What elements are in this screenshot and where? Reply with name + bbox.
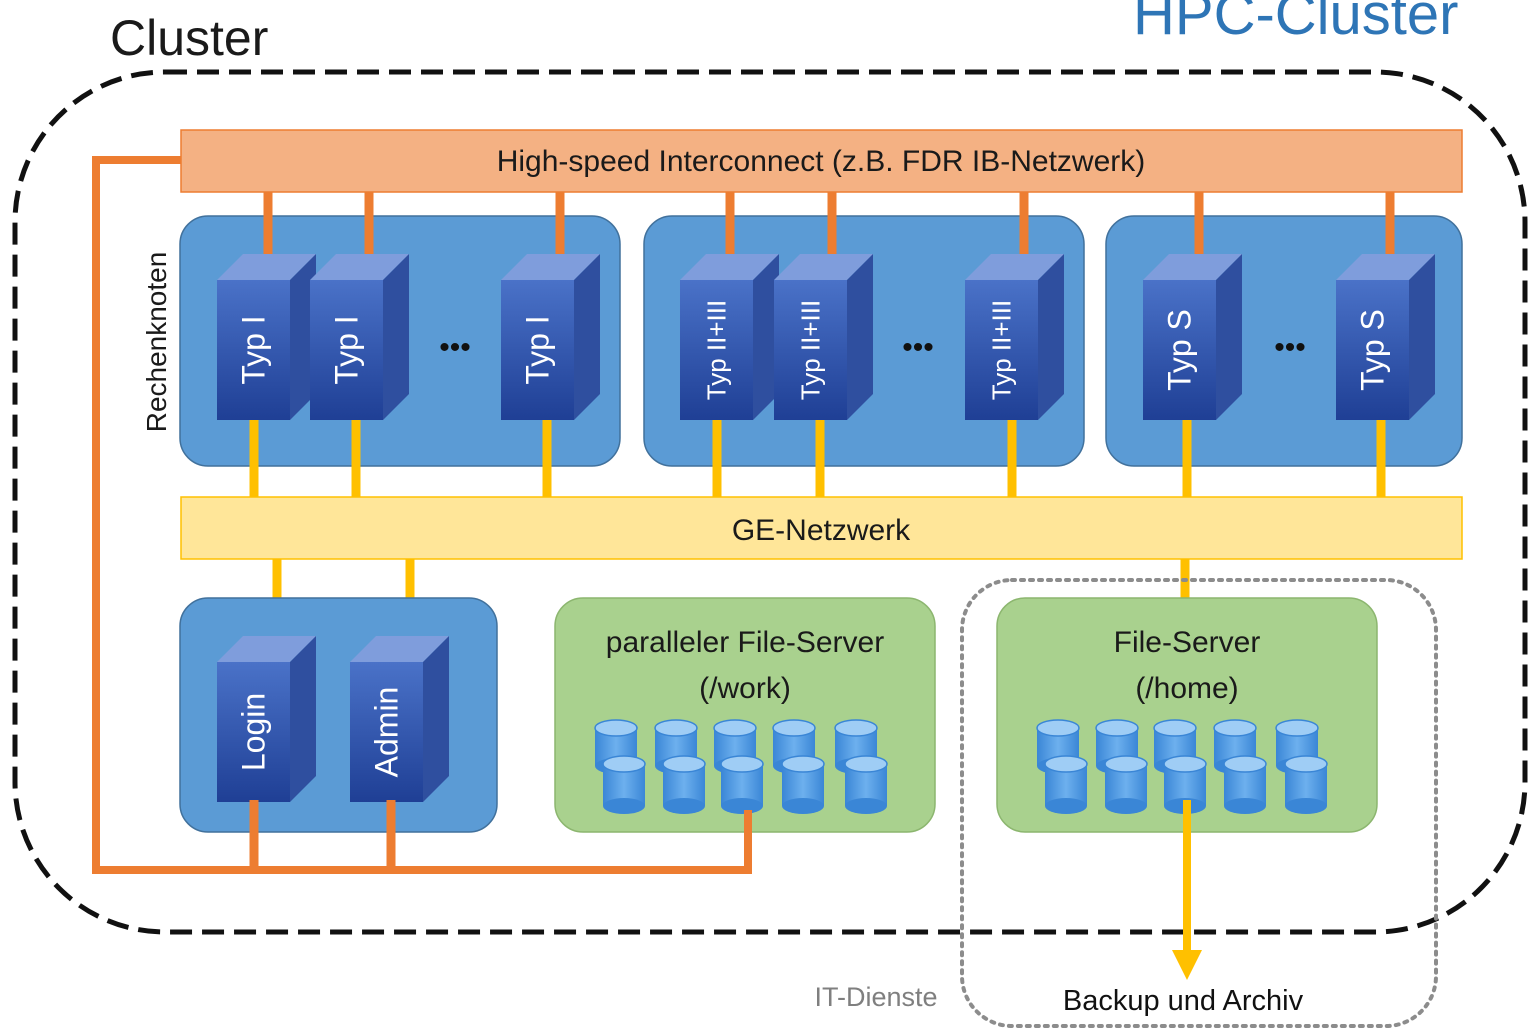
interconnect-service-loop (92, 156, 752, 874)
compute-node: Typ II+III (965, 254, 1064, 420)
cube-top (217, 254, 316, 280)
it-services-label-bg (795, 972, 960, 1016)
cube-front (217, 662, 290, 802)
disk-cylinder (844, 755, 888, 814)
compute-node: Typ II+III (774, 254, 873, 420)
cube-front (1143, 280, 1216, 420)
compute-node-label: Typ II+III (796, 300, 826, 400)
compute-nodes: Typ I Typ I Typ I Typ II+III Typ II+III Typ I… (217, 254, 1435, 420)
interconnect-links (263, 192, 1395, 255)
service-nodes: Login Admin (217, 636, 449, 802)
home-fileserver-path: (/home) (1135, 672, 1238, 705)
home-disk-array (1036, 719, 1328, 814)
it-services-label: IT-Dienste (814, 982, 937, 1012)
interconnect-bar (180, 129, 1463, 193)
cube-side (383, 254, 409, 420)
home-fileserver-title: File-Server (1114, 626, 1261, 659)
login-node-label: Login (236, 693, 272, 771)
cube-side (1409, 254, 1435, 420)
cube-side (753, 254, 779, 420)
cube-top (680, 254, 779, 280)
cube-top (1143, 254, 1242, 280)
disk-cylinder (662, 755, 706, 814)
ellipsis-group-2: ••• (902, 331, 934, 364)
compute-node: Typ II+III (680, 254, 779, 420)
cube-top (965, 254, 1064, 280)
cube-front (350, 662, 423, 802)
compute-node: Typ I (501, 254, 600, 420)
rechenknoten-label: Rechenknoten (141, 252, 172, 433)
disk-cylinder (781, 755, 825, 814)
cube-top (310, 254, 409, 280)
compute-node: Typ S (1336, 254, 1435, 420)
disk-cylinder (1044, 755, 1088, 814)
disk-cylinder (1223, 755, 1267, 814)
backup-arrowhead (1172, 950, 1202, 980)
cluster-label: Cluster (110, 10, 268, 66)
cube-top (1336, 254, 1435, 280)
compute-node: Typ I (217, 254, 316, 420)
cube-front (217, 280, 290, 420)
cube-side (290, 636, 316, 802)
disk-cylinder (1104, 755, 1148, 814)
compute-node-label: Typ II+III (702, 300, 732, 400)
cube-front (501, 280, 574, 420)
cube-front (965, 280, 1038, 420)
ellipsis-group-1: ••• (439, 331, 471, 364)
admin-node: Admin (350, 636, 449, 802)
cube-top (350, 636, 449, 662)
cube-side (1216, 254, 1242, 420)
cube-front (1336, 280, 1409, 420)
backup-label: Backup und Archiv (1063, 985, 1304, 1017)
login-node: Login (217, 636, 316, 802)
ge-network-label: GE-Netzwerk (732, 514, 911, 547)
cube-side (847, 254, 873, 420)
cube-front (774, 280, 847, 420)
cube-side (423, 636, 449, 802)
ellipsis-group-3: ••• (1274, 331, 1306, 364)
cube-top (501, 254, 600, 280)
admin-node-label: Admin (369, 687, 405, 778)
parallel-fileserver-path: (/work) (699, 672, 791, 705)
cube-side (574, 254, 600, 420)
compute-node-label: Typ I (236, 315, 272, 384)
cube-top (217, 636, 316, 662)
compute-node-label: Typ I (329, 315, 365, 384)
compute-node-label: Typ I (520, 315, 556, 384)
compute-node: Typ I (310, 254, 409, 420)
interconnect-label: High-speed Interconnect (z.B. FDR IB-Net… (497, 145, 1146, 178)
disk-cylinder (602, 755, 646, 814)
compute-node: Typ S (1143, 254, 1242, 420)
compute-node-label: Typ S (1162, 309, 1198, 391)
cube-top (774, 254, 873, 280)
disk-cylinder (1284, 755, 1328, 814)
disk-cylinder (720, 755, 764, 814)
parallel-fileserver-title: paralleler File-Server (606, 626, 884, 659)
compute-node-label: Typ II+III (987, 300, 1017, 400)
it-services-boundary (960, 578, 1438, 1028)
ge-network-bar (180, 496, 1463, 560)
cube-side (290, 254, 316, 420)
slide-title: HPC-Cluster (1133, 0, 1459, 47)
work-disk-array (594, 719, 888, 814)
cube-side (1038, 254, 1064, 420)
cube-front (680, 280, 753, 420)
compute-node-label: Typ S (1355, 309, 1391, 391)
cube-front (310, 280, 383, 420)
